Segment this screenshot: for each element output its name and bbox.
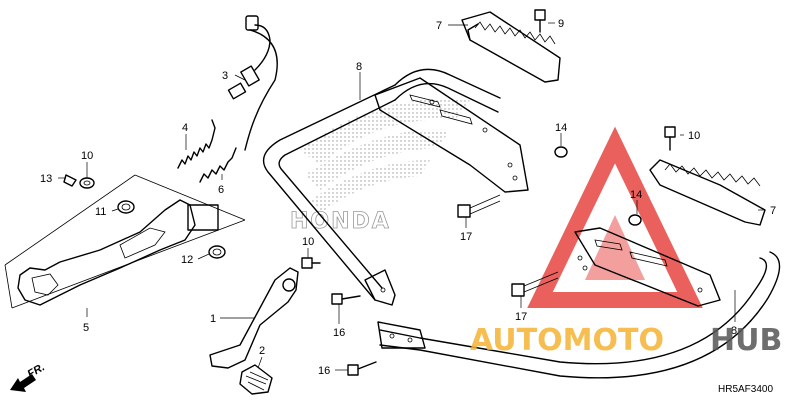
callout-16-bottom: 16 [318,365,330,377]
watermark-triangle [527,126,703,308]
bolt-10-top [534,9,546,33]
watermark-text-b: HUB [710,323,782,358]
bolt-11 [301,257,321,269]
bolt-16-bottom [347,361,377,376]
callout-11: 10 [302,236,314,248]
spring-6 [199,147,237,183]
callout-8: 8 [356,61,362,73]
honda-brand-text: HONDA [290,209,391,234]
callout-2: 2 [259,345,265,357]
callout-labels: 7 9 8 14 10 14 7 17 17 8 10 16 16 1 2 3 … [40,18,776,377]
callout-13-top: 11 [95,206,106,218]
callout-5: 5 [83,322,89,334]
shift-rubber-2 [239,364,273,395]
footpeg-7-right [649,159,766,226]
callout-17-right: 17 [515,311,527,323]
bolt-17-right [511,271,559,297]
bolt-16-top [331,293,361,305]
brake-switch-3 [227,15,278,151]
shift-arm-1 [209,267,299,369]
nut-14-top [554,146,568,158]
bolt-10-right [664,126,676,151]
callout-15: 13 [40,173,52,185]
callout-6: 6 [218,184,224,196]
callout-17-left: 17 [460,231,472,243]
callout-13-bottom: 12 [181,254,193,266]
watermark-text-a: AUTOMOTO [470,323,664,358]
step-bar-left-8 [262,68,529,306]
direction-label: FR. [26,361,47,380]
callout-9: 8 [731,325,737,337]
callout-10-right: 10 [688,130,700,142]
front-direction-arrow: FR. [10,361,47,392]
nut-14-right [628,214,642,226]
honda-wing-logo: HONDA [290,98,470,234]
washer-12 [79,177,95,189]
callout-14-right: 14 [630,189,642,201]
callout-10-top: 9 [558,18,564,30]
callout-1: 1 [210,313,216,325]
callout-16-top: 16 [333,327,345,339]
callout-7-top: 7 [436,20,442,32]
leader-lines [58,22,765,371]
washer-13-top [117,200,135,214]
cotter-pin-15 [63,174,77,187]
watermark-text: AUTOMOTO HUB [470,323,782,358]
callout-14-top: 14 [555,122,567,134]
bolt-17-left [457,194,501,218]
footpeg-7-top [461,11,561,83]
step-bar-right-9 [377,227,781,379]
diagram-code: HR5AF3400 [718,384,773,395]
callout-3: 3 [222,70,228,82]
callout-4: 4 [182,122,188,134]
spring-4 [177,119,216,169]
washer-13-bottom [208,245,226,259]
callout-12: 10 [81,150,93,162]
callout-7-right: 7 [770,205,776,217]
brake-pedal-part [4,174,246,309]
